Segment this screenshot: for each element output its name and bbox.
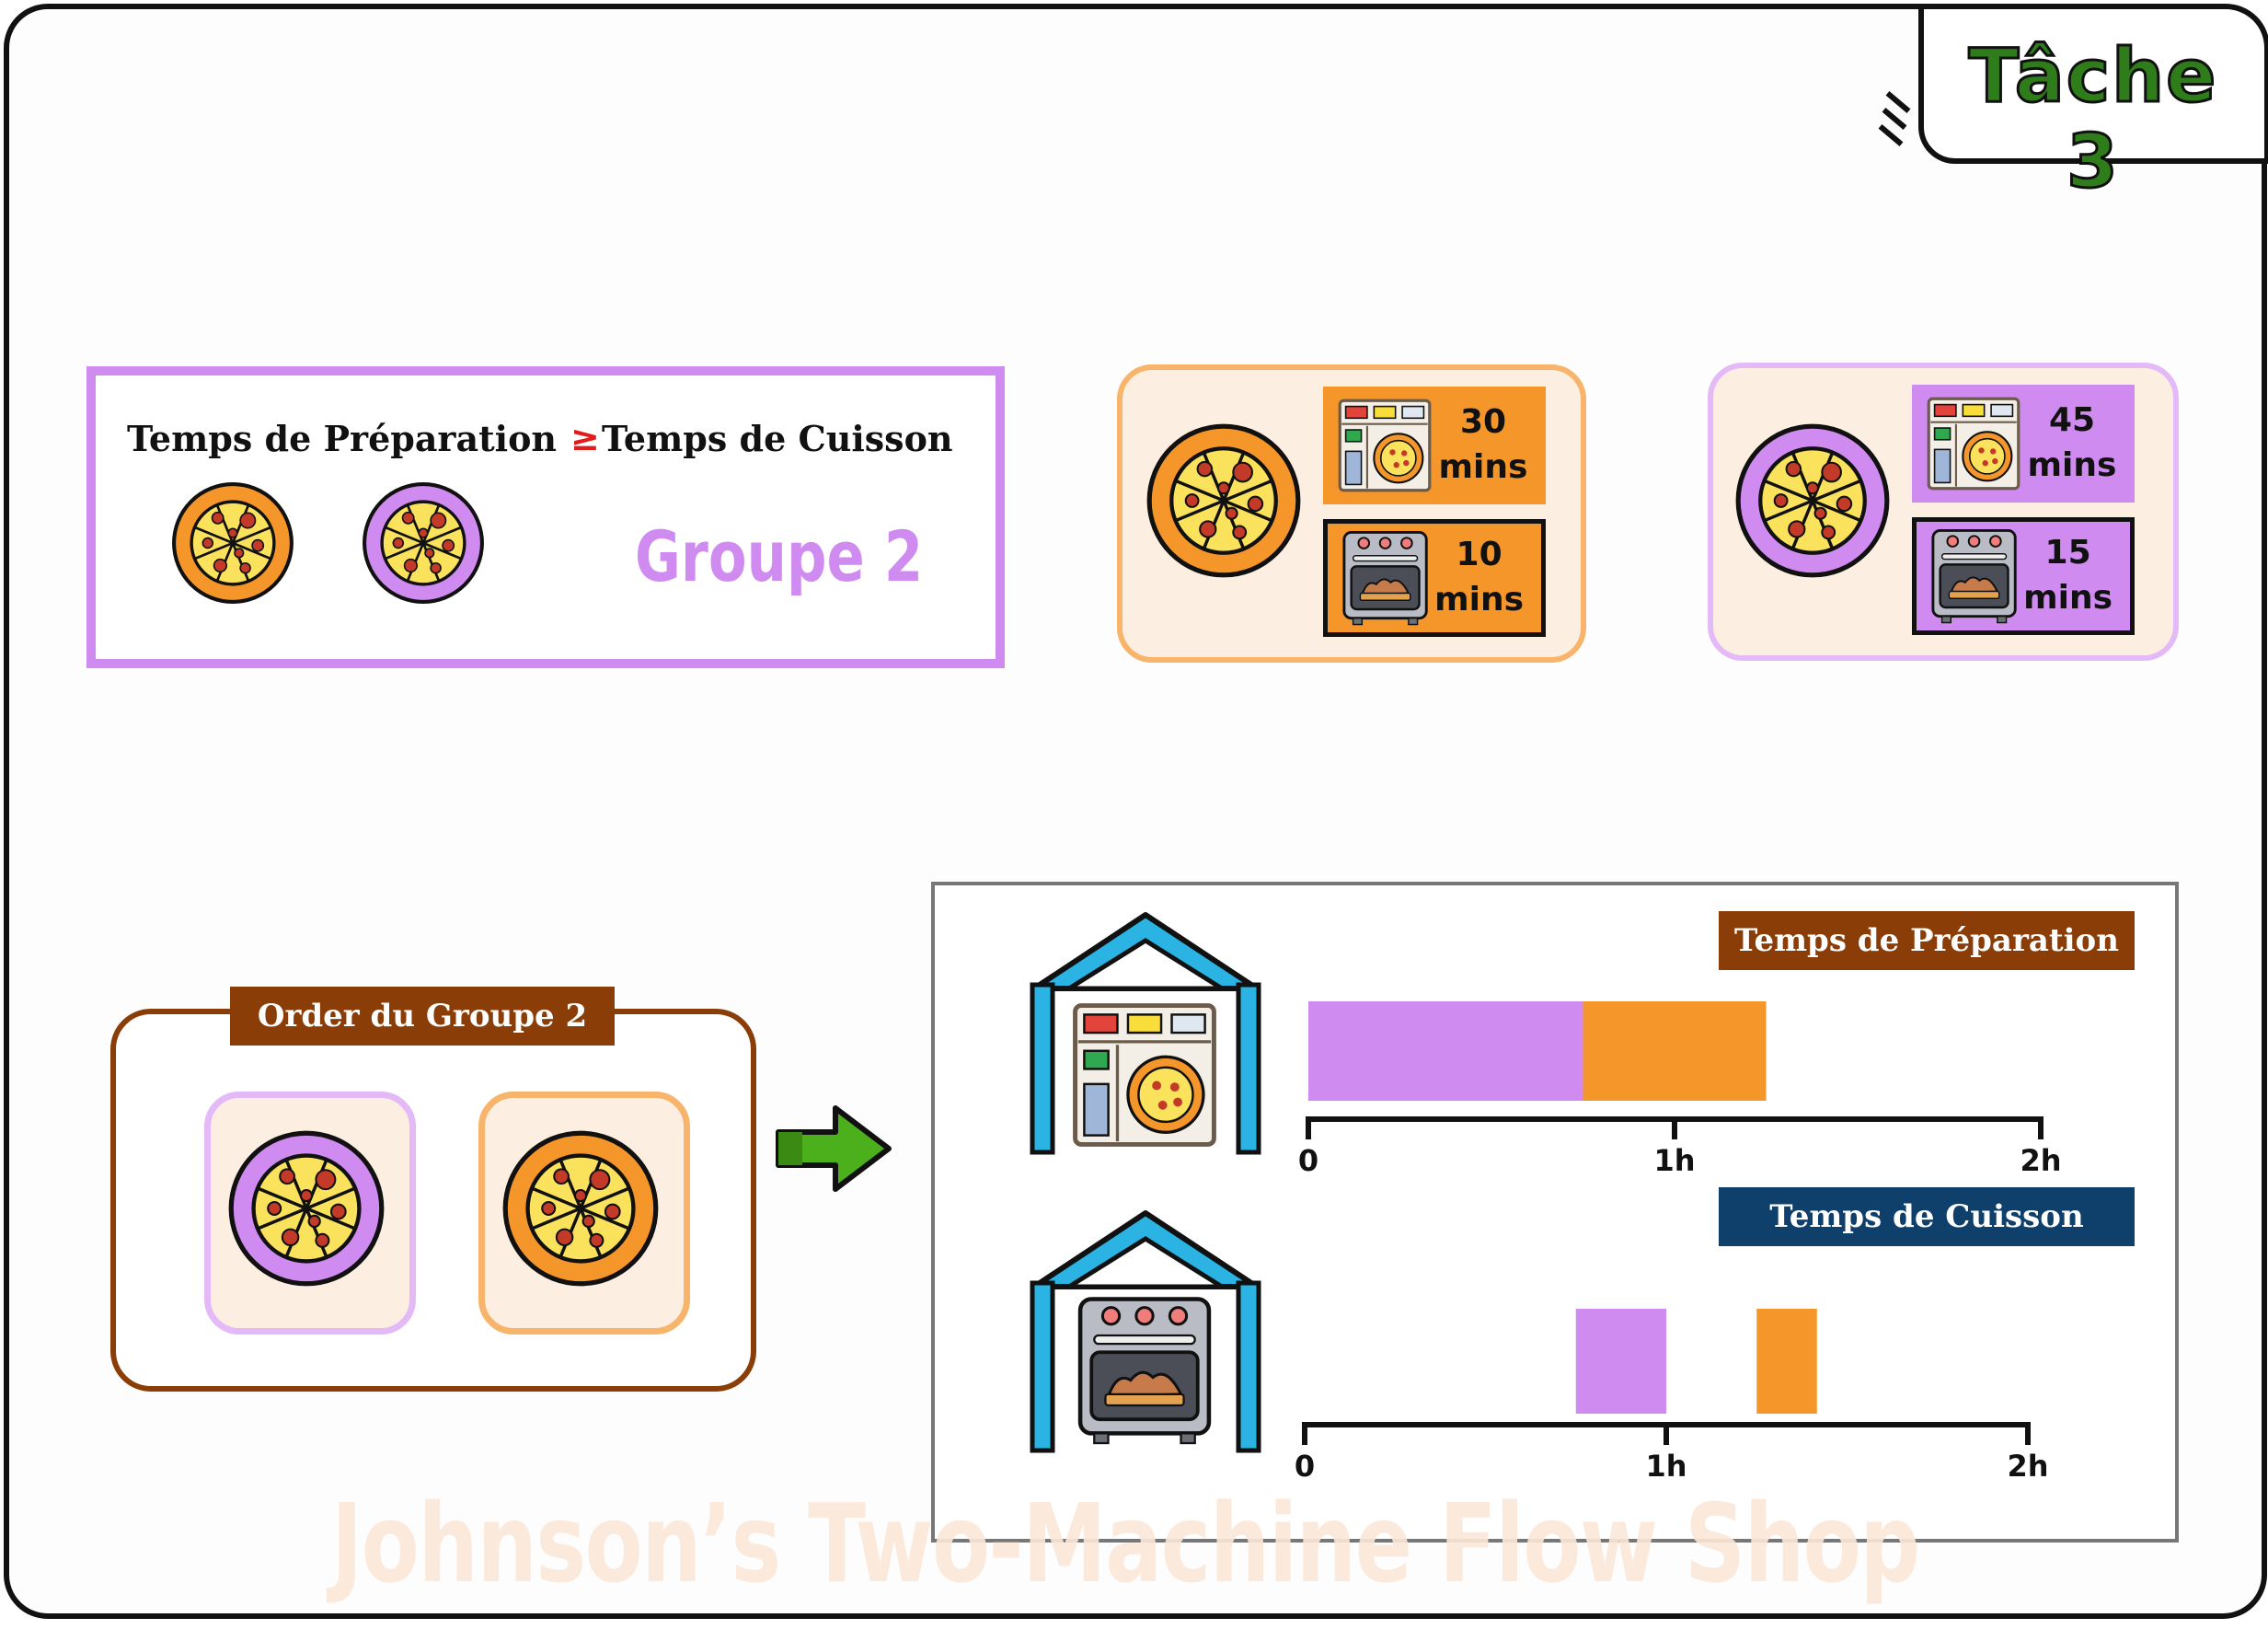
pizza-icon — [1733, 422, 1892, 580]
gantt-task-bar — [1575, 1309, 1666, 1414]
prep-station-icon — [1030, 912, 1261, 1155]
rule-left: Temps de Préparation — [127, 418, 558, 459]
cook-legend: Temps de Cuisson — [1719, 1187, 2135, 1246]
gantt-task-bar — [1308, 1001, 1583, 1101]
gantt-tick-label: 1h — [1645, 1449, 1687, 1484]
pizza-icon — [501, 1128, 661, 1289]
task-tab — [1918, 4, 2268, 164]
gantt-task-bar — [1756, 1309, 1817, 1414]
cook-station-icon — [1030, 1210, 1261, 1453]
watermark-title: Johnson’s Two-Machine Flow Shop — [331, 1480, 1920, 1607]
pizza-icon — [1145, 422, 1303, 580]
fridge-icon — [1925, 393, 2022, 494]
gantt-tick-label: 0 — [1295, 1449, 1315, 1484]
rule-operator: ≥ — [570, 418, 600, 458]
cook-gantt-chart: 0 1h 2h — [1295, 1309, 2049, 1484]
oven-icon — [1929, 526, 2019, 627]
gantt-tick-label: 1h — [1653, 1143, 1695, 1174]
fridge-icon — [1069, 998, 1220, 1152]
group-label: Groupe 2 — [635, 515, 924, 597]
gantt-task-bar — [1583, 1001, 1767, 1101]
prep-legend: Temps de Préparation — [1719, 911, 2135, 970]
pizza-icon — [361, 480, 486, 606]
oven-icon — [1075, 1289, 1215, 1452]
oven-icon — [1341, 527, 1430, 629]
task-title: Tâche 3 — [1967, 32, 2218, 206]
order-title: Order du Groupe 2 — [230, 987, 615, 1046]
fridge-icon — [1336, 395, 1433, 496]
gantt-tick-label: 2h — [2007, 1449, 2048, 1484]
gantt-tick-label: 0 — [1298, 1143, 1318, 1174]
gantt-tick-label: 2h — [2020, 1143, 2061, 1174]
pizza-icon — [226, 1128, 386, 1289]
pizza-icon — [170, 480, 295, 606]
prep-gantt-chart: 0 1h 2h — [1298, 1001, 2062, 1174]
rule-right: Temps de Cuisson — [602, 418, 953, 459]
right-arrow-icon — [776, 1105, 892, 1192]
